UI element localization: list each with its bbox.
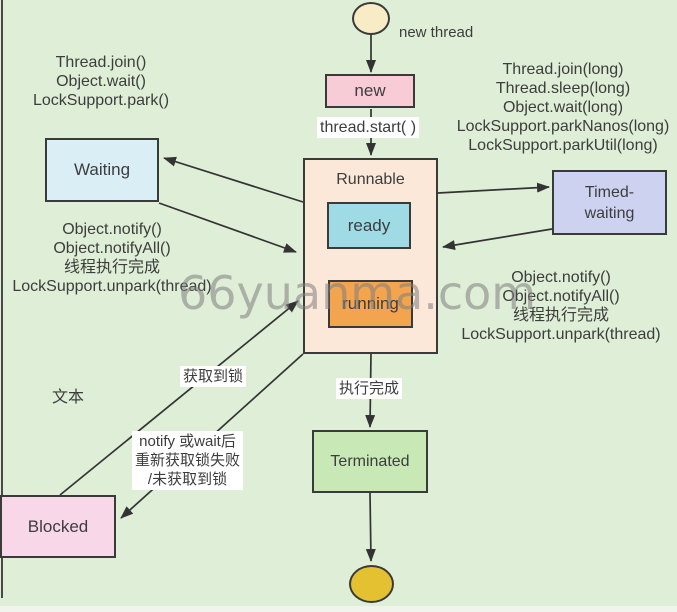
bottom-edge-strip — [0, 606, 677, 612]
acquire-lock-label: 获取到锁 — [180, 366, 247, 387]
node-new: new — [325, 74, 415, 108]
node-waiting-label: Waiting — [73, 160, 131, 179]
waiting-return-methods-annotation: Object.notify() Object.notifyAll() 线程执行完… — [12, 221, 212, 295]
edge-blocked-to-runnable — [59, 300, 299, 496]
blocked-reason-label: notify 或wait后 重新获取锁失败 /未获取到锁 — [132, 431, 244, 490]
new-thread-annotation: new thread — [399, 24, 474, 41]
edge-timed-to-runnable — [442, 228, 553, 250]
node-ready: ready — [327, 202, 411, 249]
end-state-circle — [349, 565, 394, 603]
node-terminated: Terminated — [312, 430, 428, 493]
edge-runnable-to-waiting — [163, 156, 304, 203]
node-running: running — [328, 280, 413, 328]
node-new-label: new — [354, 81, 386, 100]
edge-waiting-to-runnable — [158, 202, 297, 253]
node-blocked-label: Blocked — [27, 516, 89, 536]
node-running-label: running — [342, 294, 399, 313]
node-timed-waiting-label: Timed- waiting — [584, 183, 635, 222]
waiting-methods-annotation: Thread.join() Object.wait() LockSupport.… — [32, 54, 170, 109]
timed-methods-annotation: Thread.join(long) Thread.sleep(long) Obj… — [456, 61, 670, 154]
thread-start-label: thread.start( ) — [317, 117, 420, 138]
node-ready-label: ready — [347, 215, 391, 235]
node-timed-waiting: Timed- waiting — [552, 170, 667, 235]
timed-return-methods-annotation: Object.notify() Object.notifyAll() 线程执行完… — [461, 269, 661, 343]
edge-terminated-to-end — [365, 492, 376, 562]
start-state-circle — [352, 2, 390, 35]
node-blocked: Blocked — [0, 495, 116, 558]
edge-runnable-to-timed — [437, 182, 550, 194]
text-annotation: 文本 — [52, 389, 85, 406]
node-waiting: Waiting — [45, 138, 159, 202]
node-terminated-label: Terminated — [330, 452, 410, 470]
node-runnable-label: Runnable — [336, 171, 405, 188]
exec-done-label: 执行完成 — [336, 378, 403, 399]
